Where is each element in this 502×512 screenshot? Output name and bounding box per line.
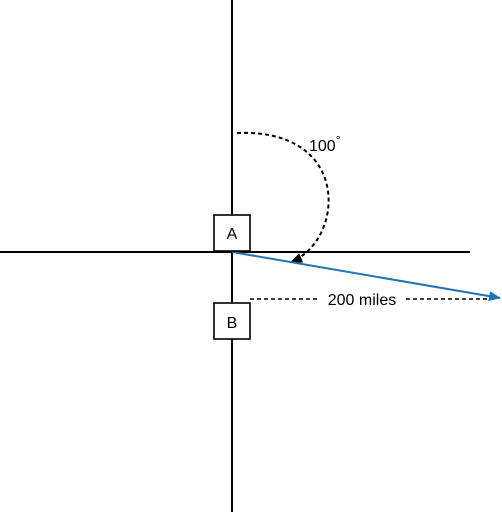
bearing-vector — [231, 251, 501, 302]
angle-label: 100° — [309, 133, 341, 155]
point-a-label: A — [227, 226, 238, 243]
point-a-box: A — [213, 214, 251, 252]
point-b-box: B — [213, 302, 251, 340]
point-b-label: B — [227, 315, 238, 332]
angle-degree-symbol: ° — [336, 133, 341, 147]
angle-arc — [236, 131, 330, 263]
distance-label: 200 miles — [328, 292, 396, 309]
angle-value: 100 — [309, 138, 336, 155]
